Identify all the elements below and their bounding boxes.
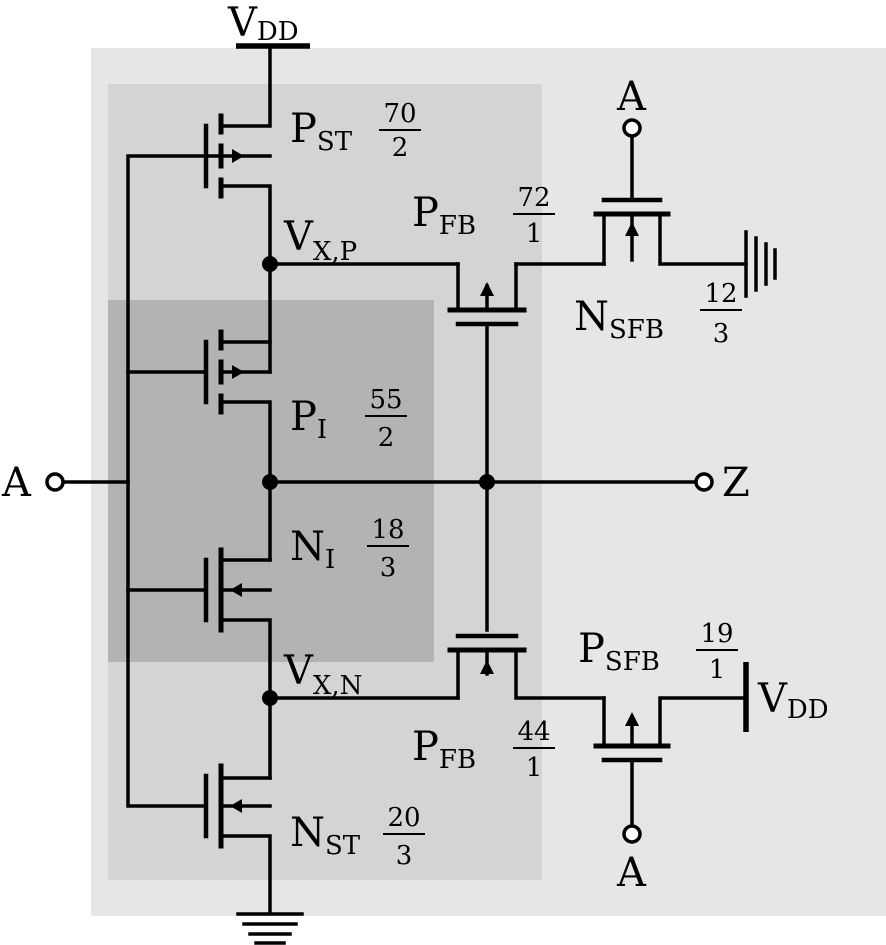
output-z-terminal	[694, 472, 714, 492]
input-a-left-terminal	[45, 472, 65, 492]
input-a-bottom-label: A	[616, 850, 647, 896]
input-a-top-label: A	[616, 74, 647, 120]
input-a-bottom-terminal	[622, 824, 642, 844]
nst-label: NST	[290, 810, 361, 861]
psfb-ratio-num: 19	[700, 619, 733, 649]
transistor-nst	[203, 763, 272, 914]
transistor-nsfb	[593, 118, 748, 266]
ground-right-symbol	[744, 230, 777, 298]
pi-ratio-num: 55	[369, 385, 402, 415]
pfb-bottom-ratio-den: 1	[526, 753, 543, 783]
pst-label: PST	[290, 106, 353, 157]
transistor-pst	[203, 113, 272, 374]
output-z-label: Z	[722, 460, 750, 506]
input-a-left-label: A	[1, 460, 32, 506]
transistor-ni	[203, 547, 272, 780]
ground-bottom-symbol	[236, 912, 304, 945]
pfb-top-label: PFB	[412, 190, 476, 241]
nsfb-ratio-num: 12	[704, 279, 737, 309]
pst-ratio-num: 70	[383, 99, 416, 129]
pfb-top-ratio-den: 1	[526, 219, 543, 249]
vxp-label: VX,P	[283, 214, 357, 267]
vxn-label: VX,N	[283, 648, 362, 701]
nst-ratio-num: 20	[387, 803, 420, 833]
nsfb-label: NSFB	[574, 294, 664, 345]
pst-ratio-den: 2	[392, 133, 409, 163]
vdd-right-label: VDD	[757, 676, 829, 725]
vdd-top-wire	[219, 44, 272, 128]
psfb-label: PSFB	[578, 626, 660, 677]
ni-ratio-num: 18	[371, 515, 404, 545]
vdd-top-label: VDD	[227, 0, 299, 47]
pfb-top-ratio-num: 72	[517, 183, 550, 213]
transistor-pfb-bottom	[447, 633, 606, 700]
pfb-bottom-label: PFB	[412, 724, 476, 775]
gate-bus	[126, 154, 223, 808]
pfb-bottom-ratio-num: 44	[517, 717, 550, 747]
psfb-ratio-den: 1	[709, 655, 726, 685]
nsfb-ratio-den: 3	[713, 319, 730, 349]
transistor-psfb	[593, 696, 748, 844]
pi-label: PI	[290, 394, 327, 445]
ni-ratio-den: 3	[380, 553, 397, 583]
input-a-top-terminal	[622, 118, 642, 138]
node-fb-dot	[479, 474, 495, 490]
transistor-pi	[203, 329, 272, 562]
nst-ratio-den: 3	[396, 841, 413, 871]
pi-ratio-den: 2	[378, 423, 395, 453]
ni-label: NI	[290, 524, 335, 575]
